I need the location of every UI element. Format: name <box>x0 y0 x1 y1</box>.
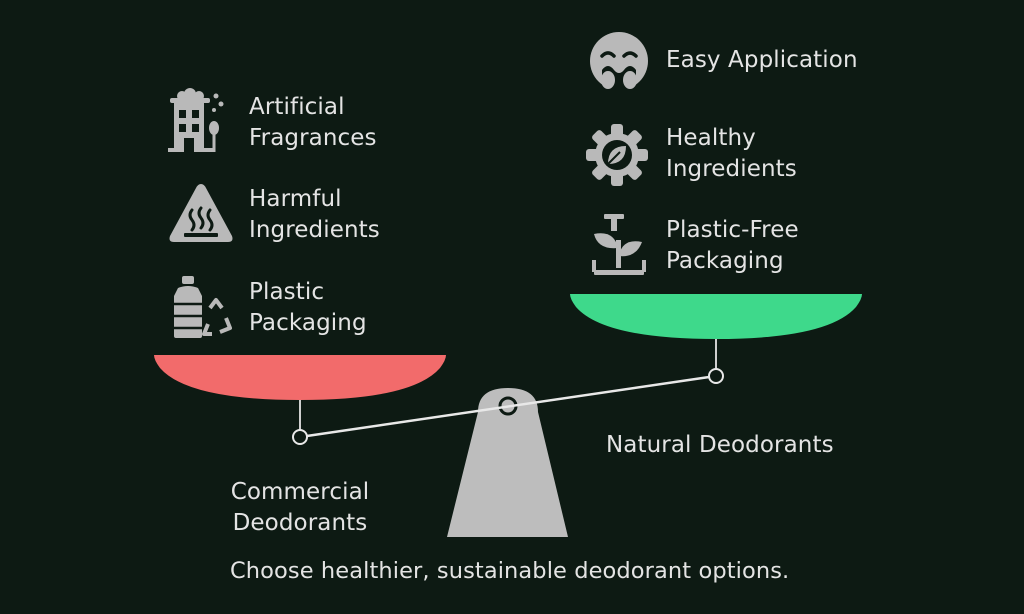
healthy-ingredients-label: Healthy Ingredients <box>666 125 797 182</box>
plant-sprout-icon <box>592 214 646 275</box>
artificial-fragrances-label: Artificial Fragrances <box>249 94 377 151</box>
factory-icon <box>168 88 224 152</box>
gear-leaf-icon <box>586 124 648 186</box>
fulcrum <box>447 388 568 537</box>
plastic-bottle-recycle-icon <box>174 276 232 338</box>
caption: Choose healthier, sustainable deodorant … <box>230 558 790 584</box>
smiling-face-icon <box>590 32 648 92</box>
commercial-deodorants-label: Commercial Deodorants <box>230 479 370 536</box>
plastic-free-packaging-label: Plastic-Free Packaging <box>666 217 799 274</box>
natural-deodorants-label: Natural Deodorants <box>606 432 834 458</box>
commercial-pan <box>154 355 446 400</box>
easy-application-label: Easy Application <box>666 47 858 73</box>
plastic-packaging-label: Plastic Packaging <box>249 279 367 336</box>
warning-hot-icon <box>169 184 233 242</box>
commercial-hinge <box>292 429 308 445</box>
natural-hinge <box>708 368 724 384</box>
natural-pan <box>570 294 862 339</box>
harmful-ingredients-label: Harmful Ingredients <box>249 186 380 243</box>
balance-beam <box>299 374 717 439</box>
